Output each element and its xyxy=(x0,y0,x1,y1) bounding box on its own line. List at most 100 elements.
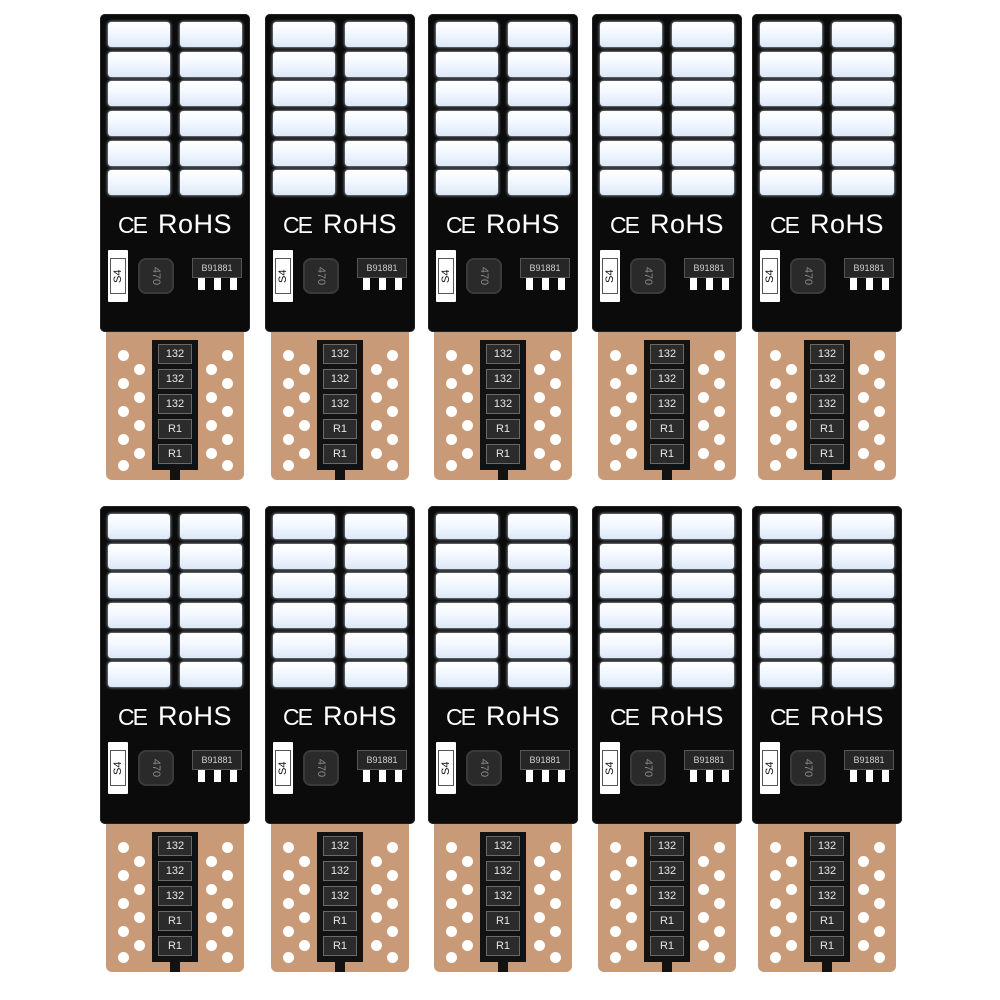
driver-chip: B91881 xyxy=(684,258,734,278)
base-notch xyxy=(335,962,345,972)
led-chip xyxy=(436,514,498,539)
chip-pin xyxy=(866,278,873,290)
led-chip xyxy=(273,573,335,599)
led-chip xyxy=(345,140,407,166)
led-chip xyxy=(273,632,335,658)
led-chip xyxy=(108,603,170,628)
resistor: 132 xyxy=(158,886,192,906)
switch-component: S4 xyxy=(273,250,293,302)
rohs-mark: RoHS xyxy=(809,209,884,239)
base-notch xyxy=(170,470,180,480)
led-chip xyxy=(345,632,407,658)
inductor-label: 470 xyxy=(315,758,327,778)
led-array xyxy=(108,514,242,692)
led-chip xyxy=(760,603,822,628)
solder-hole xyxy=(299,884,310,895)
solder-hole xyxy=(550,952,561,963)
chip-pin xyxy=(198,770,205,782)
chip-pin xyxy=(526,278,533,290)
inductor-label: 470 xyxy=(802,758,814,778)
solder-hole xyxy=(222,434,233,445)
solder-hole xyxy=(462,884,473,895)
chip-pins xyxy=(196,770,240,784)
switch-component: S4 xyxy=(436,742,456,794)
led-chip xyxy=(508,140,570,166)
solder-hole xyxy=(550,926,561,937)
led-chip xyxy=(108,140,170,166)
led-chip xyxy=(436,22,498,47)
chip-label: B91881 xyxy=(529,263,561,273)
solder-hole xyxy=(118,842,129,853)
solder-hole xyxy=(626,940,637,951)
led-chip xyxy=(672,170,734,196)
solder-hole xyxy=(534,884,545,895)
inductor-label: 470 xyxy=(802,266,814,286)
led-chip xyxy=(345,543,407,569)
solder-hole xyxy=(371,940,382,951)
solder-hole xyxy=(462,448,473,459)
led-chip xyxy=(345,22,407,47)
chip-label: B91881 xyxy=(366,755,398,765)
inductor-component: 470 xyxy=(630,258,666,294)
led-chip xyxy=(508,111,570,136)
ce-mark: CE xyxy=(610,704,640,730)
chip-pin xyxy=(866,770,873,782)
led-chip xyxy=(672,632,734,658)
inductor-component: 470 xyxy=(138,750,174,786)
led-chip xyxy=(273,543,335,569)
led-chip xyxy=(760,662,822,688)
resistor: R1 xyxy=(486,419,520,439)
solder-hole xyxy=(610,378,621,389)
led-array xyxy=(760,22,894,200)
solder-hole xyxy=(550,378,561,389)
led-chip xyxy=(508,81,570,107)
solder-hole xyxy=(698,884,709,895)
resistor: 132 xyxy=(650,861,684,881)
solder-hole xyxy=(446,926,457,937)
resistor: 132 xyxy=(810,836,844,856)
solder-hole xyxy=(387,460,398,471)
solder-hole xyxy=(534,392,545,403)
solder-hole xyxy=(550,460,561,471)
led-chip xyxy=(273,22,335,47)
led-chip xyxy=(600,603,662,628)
solder-hole xyxy=(698,856,709,867)
switch-label: S4 xyxy=(762,258,778,294)
chip-pins xyxy=(524,770,568,784)
led-chip xyxy=(108,543,170,569)
solder-hole xyxy=(283,870,294,881)
switch-component: S4 xyxy=(760,250,780,302)
solder-hole xyxy=(550,406,561,417)
solder-hole xyxy=(222,898,233,909)
rohs-mark: RoHS xyxy=(157,209,232,239)
solder-hole xyxy=(299,856,310,867)
led-chip xyxy=(436,632,498,658)
solder-hole xyxy=(770,378,781,389)
solder-hole xyxy=(874,898,885,909)
solder-hole xyxy=(299,448,310,459)
led-chip xyxy=(180,573,242,599)
solder-hole xyxy=(610,350,621,361)
solder-hole xyxy=(770,952,781,963)
solder-hole xyxy=(874,870,885,881)
led-chip xyxy=(345,81,407,107)
chip-pins xyxy=(524,278,568,292)
chip-pin xyxy=(850,278,857,290)
solder-hole xyxy=(610,952,621,963)
solder-hole xyxy=(626,420,637,431)
led-chip xyxy=(600,632,662,658)
solder-hole xyxy=(786,912,797,923)
solder-hole xyxy=(874,406,885,417)
solder-hole xyxy=(446,842,457,853)
solder-hole xyxy=(371,912,382,923)
solder-hole xyxy=(714,952,725,963)
